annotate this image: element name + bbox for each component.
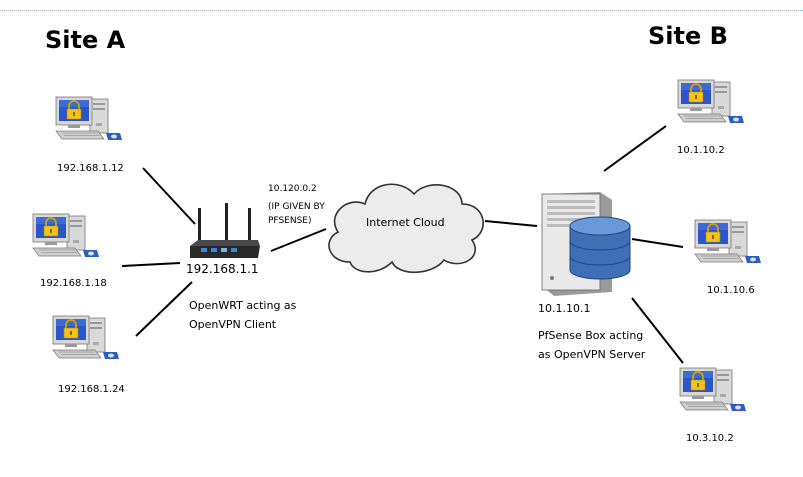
link-client-a1-router	[142, 167, 196, 225]
router-ip-label: 192.168.1.1	[186, 262, 259, 276]
client-ip-label: 192.168.1.12	[57, 163, 124, 174]
router-wan-note: (IP GIVEN BY	[268, 202, 325, 212]
workstation-icon	[32, 213, 100, 258]
site-a-title: Site A	[45, 26, 126, 54]
router-icon	[190, 203, 260, 258]
link-server-client-b3	[631, 297, 684, 364]
cloud-label: Internet Cloud	[366, 216, 445, 229]
internet-cloud-icon	[328, 183, 484, 273]
site-b-title: Site B	[648, 22, 728, 50]
workstation-icon	[55, 96, 123, 141]
link-server-client-b2	[631, 238, 684, 248]
client-ip-label: 10.1.10.6	[707, 285, 755, 296]
server-description: PfSense Box acting	[538, 329, 644, 342]
router-wan-ip: 10.120.0.2	[268, 184, 317, 194]
database-icon	[569, 216, 631, 280]
header-divider	[0, 10, 803, 11]
link-server-client-b1	[603, 125, 667, 172]
link-client-a2-router	[121, 262, 181, 267]
client-ip-label: 192.168.1.24	[58, 384, 125, 395]
server-ip-label: 10.1.10.1	[538, 302, 591, 315]
router-wan-note: PFSENSE)	[268, 216, 312, 226]
client-ip-label: 10.3.10.2	[686, 433, 734, 444]
link-client-a3-router	[135, 281, 193, 337]
connection-lines	[121, 125, 684, 364]
client-ip-label: 10.1.10.2	[677, 145, 725, 156]
workstation-icon	[677, 79, 745, 124]
workstation-icon	[679, 367, 747, 412]
link-cloud-server	[484, 220, 538, 227]
workstation-icon	[694, 219, 762, 264]
router-description: OpenVPN Client	[189, 318, 277, 331]
client-ip-label: 192.168.1.18	[40, 278, 107, 289]
server-description: as OpenVPN Server	[538, 348, 646, 361]
link-router-cloud	[270, 228, 327, 252]
router-description: OpenWRT acting as	[189, 299, 297, 312]
workstation-icon	[52, 315, 120, 360]
